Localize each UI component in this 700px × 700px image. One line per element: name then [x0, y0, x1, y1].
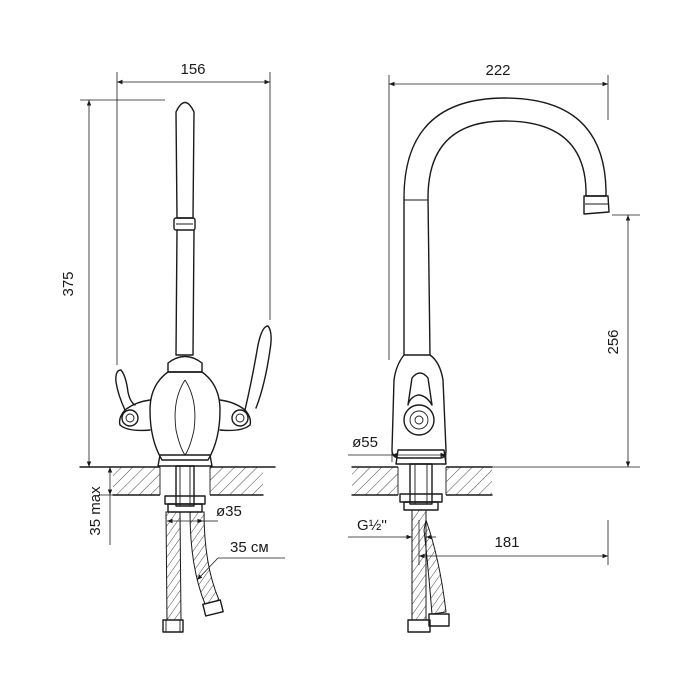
- side-offset-label: 181: [494, 534, 519, 551]
- front-counter-max-label: 35 max: [87, 486, 104, 536]
- dim-thread-g12: G½'': [348, 517, 436, 540]
- side-body: [391, 354, 447, 465]
- front-hose-length-label: 35 см: [230, 539, 269, 556]
- side-thread-label: G½'': [357, 517, 387, 534]
- dim-spout-height-256: 256: [490, 214, 640, 468]
- dim-offset-181: 181: [418, 520, 609, 565]
- side-reach-label: 222: [485, 62, 510, 79]
- front-countertop: [79, 464, 276, 498]
- front-view: 156 375 35 max ø35 35 см: [60, 61, 285, 633]
- front-spout: [167, 101, 203, 373]
- side-spout: [403, 97, 610, 356]
- side-base-diameter-label: ø55: [352, 434, 378, 451]
- side-hoses: [407, 509, 450, 633]
- dim-width-156: 156: [116, 61, 271, 365]
- dim-hole-35: ø35: [167, 503, 242, 524]
- dim-base-55: ø55: [348, 434, 447, 462]
- front-width-label: 156: [180, 61, 205, 78]
- side-spout-height-label: 256: [605, 329, 622, 354]
- front-height-label: 375: [60, 271, 77, 296]
- front-mounting-hardware: [164, 465, 206, 513]
- side-view: 222 256 ø55 G½'' 181: [348, 62, 640, 633]
- front-hole-diameter-label: ø35: [216, 503, 242, 520]
- dim-counter-35max: 35 max: [87, 467, 160, 545]
- front-hoses: [162, 511, 224, 633]
- front-body: [115, 325, 272, 467]
- dim-reach-222: 222: [388, 62, 609, 360]
- dim-height-375: 375: [60, 99, 165, 467]
- side-countertop: [351, 464, 493, 498]
- dim-hose-35cm: 35 см: [196, 539, 285, 581]
